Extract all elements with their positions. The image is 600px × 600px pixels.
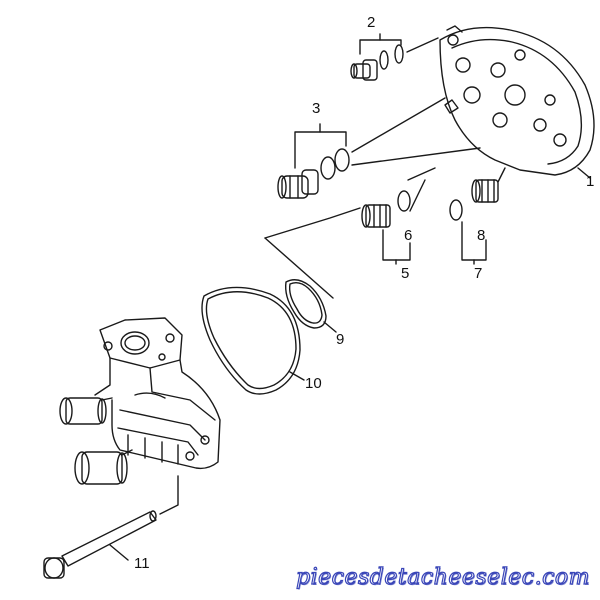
part-label-10: 10 (305, 375, 322, 392)
part-label-8: 8 (477, 227, 485, 244)
valve-kit-2 (350, 33, 439, 81)
bolt (43, 475, 179, 579)
watermark-text: piecesdetacheeselec.com (295, 564, 590, 590)
valve-kit-7 (449, 167, 506, 265)
cropped-title-fragment (228, 0, 272, 4)
part-label-6: 6 (404, 227, 412, 244)
part-label-2: 2 (367, 14, 375, 31)
part-label-3: 3 (312, 100, 320, 117)
pump-head (59, 317, 221, 485)
part-label-11: 11 (134, 555, 150, 572)
valve-kit-3 (277, 97, 481, 199)
part-label-1: 1 (586, 173, 594, 190)
part-label-9: 9 (336, 331, 344, 348)
small-gasket (284, 279, 327, 329)
large-gasket (201, 286, 301, 395)
part-label-5: 5 (401, 265, 409, 282)
valve-kit-5 (361, 179, 426, 265)
part-label-7: 7 (474, 265, 482, 282)
pump-housing (439, 25, 595, 179)
